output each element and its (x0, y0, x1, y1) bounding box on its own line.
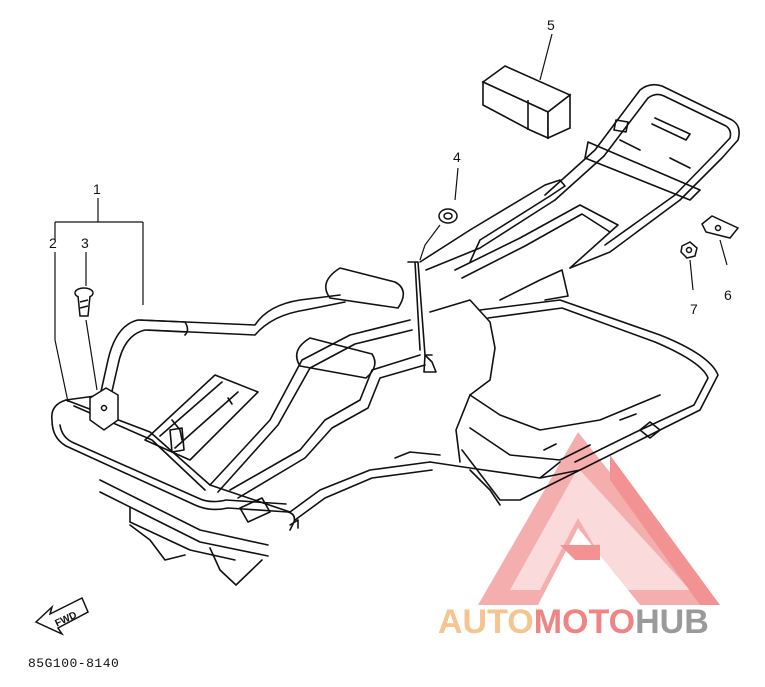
callout-4: 4 (453, 149, 461, 165)
part-4-grommet (438, 208, 458, 224)
automotohub-logo (478, 432, 720, 605)
watermark-auto: AUTO (438, 603, 534, 641)
part-2-bracket (89, 387, 119, 431)
part-7-nut (680, 241, 698, 259)
watermark-hub: HUB (635, 603, 709, 641)
watermark-moto: MOTO (533, 603, 636, 641)
callout-leaders (54, 33, 728, 403)
callout-5: 5 (547, 17, 555, 33)
callout-7: 7 (690, 301, 698, 317)
part-3-bolt (74, 287, 94, 317)
callout-3: 3 (81, 235, 89, 251)
automotohub-watermark: AUTOMOTOHUB (438, 603, 709, 642)
fwd-arrow-icon: FWD (34, 596, 89, 636)
frame-line-art (50, 83, 740, 586)
callout-1: 1 (93, 181, 101, 197)
callout-6: 6 (724, 287, 732, 303)
part-code: 85G100-8140 (28, 656, 120, 671)
part-5-cover-block (481, 65, 572, 140)
part-6-plate (701, 215, 740, 239)
callout-2: 2 (49, 235, 57, 251)
